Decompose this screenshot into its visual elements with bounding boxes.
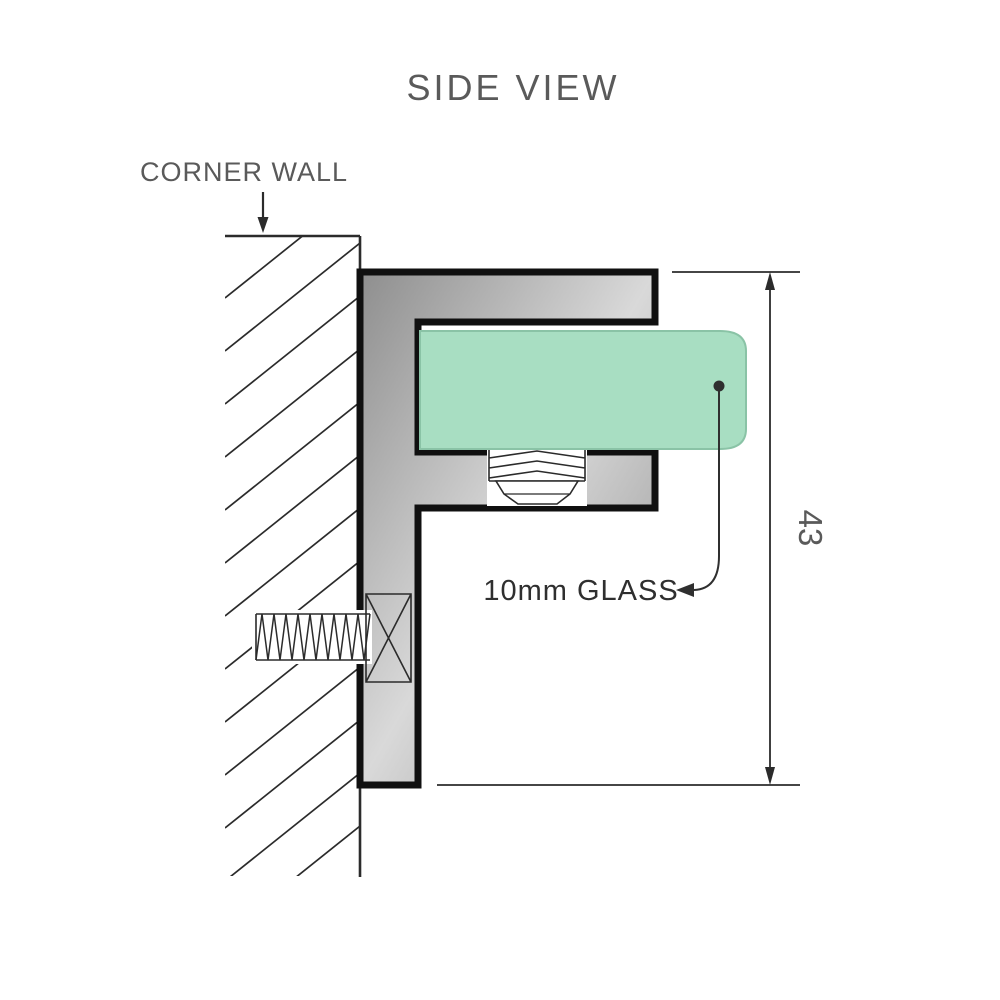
diagram-title: SIDE VIEW — [406, 67, 619, 108]
fixing-screw — [252, 610, 372, 664]
dimension-arrow-down-icon — [765, 767, 775, 785]
glass-label: 10mm GLASS — [483, 575, 678, 607]
glass-leader-arrow-icon — [676, 583, 694, 597]
glass-callout: 10mm GLASS — [483, 380, 725, 607]
glass-panel — [419, 330, 747, 450]
grub-screw — [487, 450, 587, 506]
dimension-arrow-up-icon — [765, 272, 775, 290]
corner-wall-label: CORNER WALL — [140, 157, 348, 187]
screw-anchor — [365, 593, 412, 683]
bracket-profile — [356, 268, 659, 789]
glass-leader-dot — [713, 380, 725, 392]
dimension-43: 43 — [437, 271, 829, 786]
corner-wall-arrow-icon — [257, 192, 269, 233]
dimension-label: 43 — [792, 510, 829, 547]
glass-leader-line — [693, 391, 720, 591]
